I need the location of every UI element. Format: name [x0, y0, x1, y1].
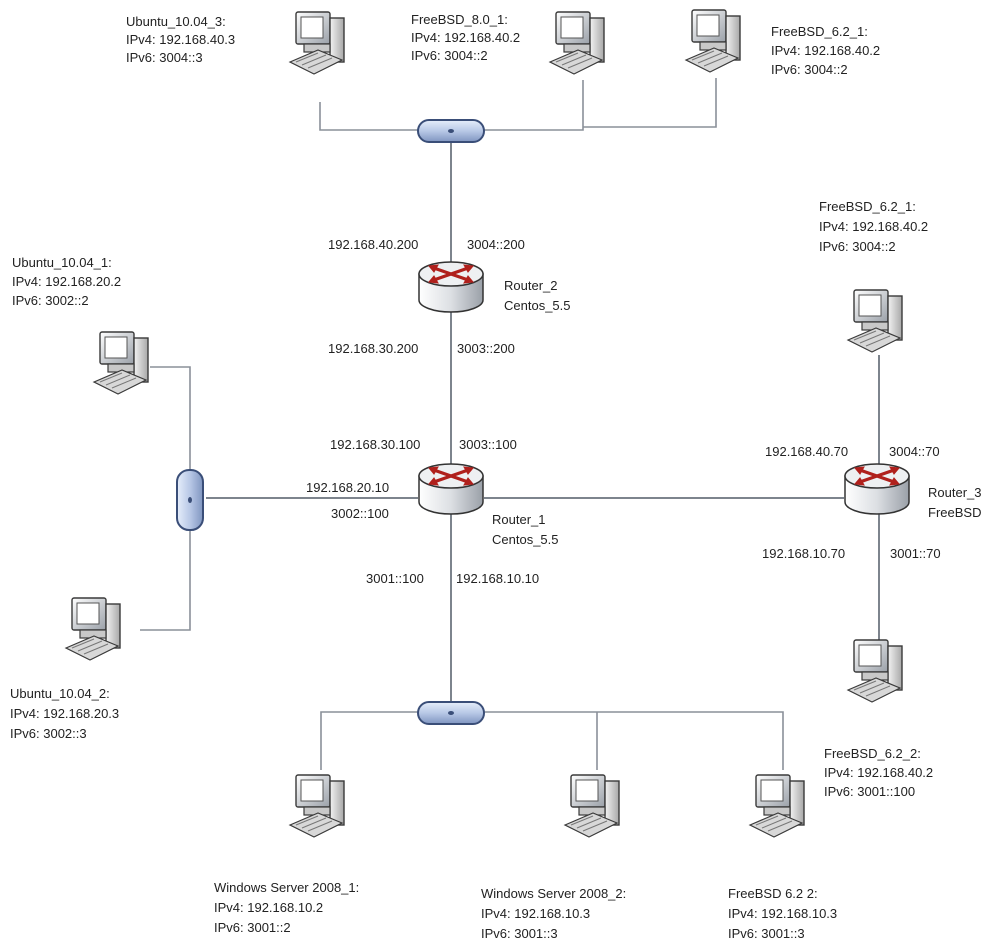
interface-label: 3001::100 — [366, 571, 424, 586]
host-label-freebsd-6-2-2-right: FreeBSD_6.2_2: IPv4: 192.168.40.2 IPv6: … — [824, 746, 937, 799]
link-hub-bottom-to-windows-1 — [321, 712, 418, 770]
hub-top — [418, 120, 484, 142]
link-freebsd-8-to-hub-top — [484, 80, 583, 130]
interface-label: 3004::70 — [889, 444, 940, 459]
host-label-freebsd-6-2-2-bottom: FreeBSD 6.2 2: IPv4: 192.168.10.3 IPv6: … — [728, 886, 841, 941]
router-label-router-3: Router_3 FreeBSD — [928, 485, 985, 520]
router-2-icon — [419, 262, 483, 312]
host-label-windows-server-2008-1: Windows Server 2008_1: IPv4: 192.168.10.… — [214, 880, 363, 935]
computer-icon-freebsd-6-2-2-right — [848, 640, 902, 702]
interface-label: 192.168.10.70 — [762, 546, 845, 561]
interface-label: 3003::200 — [457, 341, 515, 356]
host-label-ubuntu-10-04-2: Ubuntu_10.04_2: IPv4: 192.168.20.3 IPv6:… — [10, 686, 123, 741]
interface-label: 3002::100 — [331, 506, 389, 521]
hub-bottom — [418, 702, 484, 724]
host-label-ubuntu-10-04-1: Ubuntu_10.04_1: IPv4: 192.168.20.2 IPv6:… — [12, 255, 125, 308]
interface-label: 192.168.30.200 — [328, 341, 418, 356]
interface-label: 192.168.10.10 — [456, 571, 539, 586]
computer-icon-ubuntu-3 — [290, 12, 344, 74]
computer-icon-freebsd-8 — [550, 12, 604, 74]
computer-icon-ubuntu-2 — [66, 598, 120, 660]
interface-label: 3003::100 — [459, 437, 517, 452]
computer-icon-windows-2 — [565, 775, 619, 837]
link-ubuntu-3-to-hub-top — [320, 102, 418, 130]
router-label-router-2: Router_2 Centos_5.5 — [504, 278, 571, 313]
links — [140, 78, 879, 770]
interface-label: 3001::70 — [890, 546, 941, 561]
interface-label: 192.168.40.200 — [328, 237, 418, 252]
link-freebsd-6-top-to-hub-top — [583, 78, 716, 127]
router-3-icon — [845, 464, 909, 514]
computer-icon-freebsd-bottom — [750, 775, 804, 837]
link-ubuntu-1-to-hub-left — [150, 367, 190, 470]
computer-icon-ubuntu-1 — [94, 332, 148, 394]
interface-label: 192.168.40.70 — [765, 444, 848, 459]
interface-label: 3004::200 — [467, 237, 525, 252]
link-ubuntu-2-to-hub-left — [140, 530, 190, 630]
host-label-freebsd-8-0-1: FreeBSD_8.0_1: IPv4: 192.168.40.2 IPv6: … — [411, 12, 524, 63]
host-label-ubuntu-10-04-3: Ubuntu_10.04_3: IPv4: 192.168.40.3 IPv6:… — [126, 14, 239, 65]
hub-left — [177, 470, 203, 530]
link-hub-bottom-to-freebsd-bottom — [484, 712, 783, 770]
router-1-icon — [419, 464, 483, 514]
host-label-freebsd-6-2-1-top: FreeBSD_6.2_1: IPv4: 192.168.40.2 IPv6: … — [771, 24, 884, 77]
computer-icon-freebsd-6-right — [848, 290, 902, 352]
host-label-freebsd-6-2-1-right: FreeBSD_6.2_1: IPv4: 192.168.40.2 IPv6: … — [819, 199, 932, 254]
computer-icon-freebsd-6-top — [686, 10, 740, 72]
computer-icon-windows-1 — [290, 775, 344, 837]
interface-label: 192.168.30.100 — [330, 437, 420, 452]
host-label-windows-server-2008-2: Windows Server 2008_2: IPv4: 192.168.10.… — [481, 886, 630, 941]
interface-label: 192.168.20.10 — [306, 480, 389, 495]
router-label-router-1: Router_1 Centos_5.5 — [492, 512, 559, 547]
